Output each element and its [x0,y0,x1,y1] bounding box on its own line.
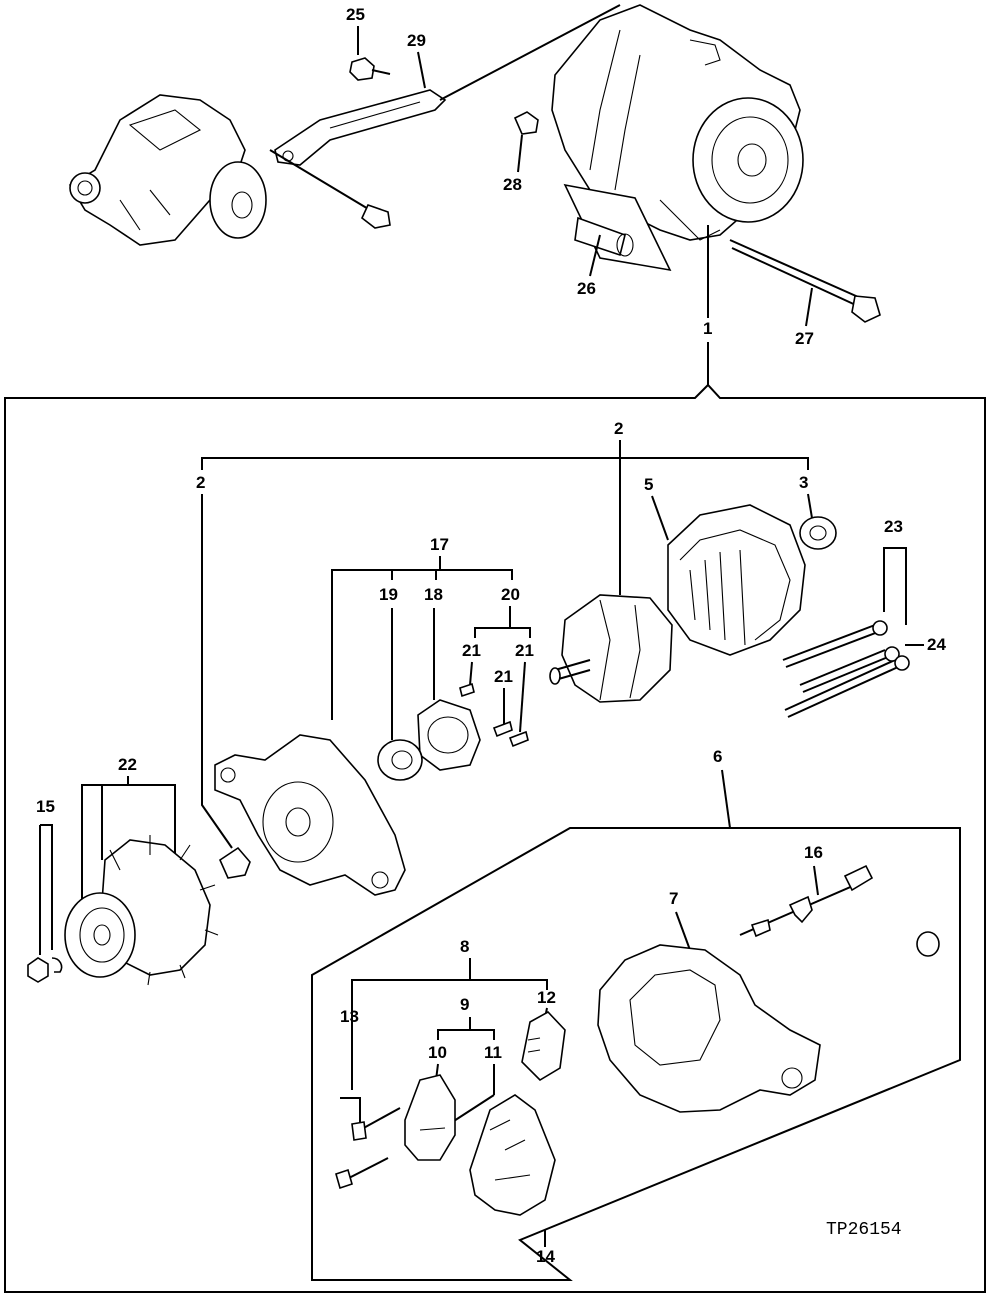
callout-10: 10 [428,1043,447,1062]
brace-nut-25 [349,57,391,81]
leader-16 [813,865,819,896]
callout-7: 7 [669,889,678,908]
callout-9: 9 [460,995,469,1014]
bracket-8 [351,979,548,1090]
washer-28 [513,111,539,135]
spacer-3 [218,846,251,879]
callout-15: 15 [36,797,55,816]
bracket-3-4 [201,457,809,470]
callout-18: 18 [424,585,443,604]
mounting-bolt-27 [729,239,881,323]
bracket-20 [474,627,531,638]
callout-12: 12 [537,988,556,1007]
callout-11: 11 [484,1043,502,1062]
leader-26 [589,234,601,277]
alternator-assembly [551,4,804,241]
pulley [64,892,136,978]
rotor-2 [549,594,673,703]
callout-16: 16 [804,843,823,862]
screws-21 [459,682,529,748]
leader-28 [517,134,523,173]
bracket-17 [331,569,513,720]
callout-19: 19 [379,585,398,604]
regulator-10 [404,1074,456,1161]
exploded-view-frame [4,383,986,1293]
bracket-13 [340,1097,361,1130]
callout-6: 6 [713,747,722,766]
callout-22: 22 [118,755,137,774]
leader-21-c [519,661,526,733]
leader-21-a [469,661,473,686]
brace-bolt [269,149,391,229]
callout-8: 8 [460,937,469,956]
alternator-brace [274,89,447,166]
callout-1: 1 [703,319,712,338]
leader-5 [651,495,669,541]
bracket-9 [437,1029,495,1040]
pulley-nut-15 [27,957,63,983]
callout-27: 27 [795,329,814,348]
callout-21-b: 21 [494,667,513,686]
leader-29 [417,51,426,89]
callout-21-a: 21 [462,641,481,660]
stator-5 [667,504,806,656]
through-bolts-23 [782,620,910,718]
callout-2-text: 2 [614,419,623,438]
leader-29-alt [439,4,621,101]
callout-4: 3 [799,473,808,492]
leader-4 [807,493,813,519]
leader-7 [675,911,691,951]
cap-nut [916,931,940,957]
bearing-4 [799,516,837,550]
callout-23: 23 [884,517,903,536]
callout-21-c: 21 [515,641,534,660]
leader-3 [201,494,233,849]
callout-24: 24 [927,635,946,654]
callout-3: 2 [196,473,205,492]
rectifier-end-frame-box [311,827,961,1281]
brush-holder-12 [521,1010,566,1082]
callout-20: 20 [501,585,520,604]
terminal-bolt-16 [739,864,874,938]
callout-5: 5 [644,475,653,494]
callout-14: 14 [536,1247,555,1266]
drive-end-frame [214,734,406,896]
bracket-23 [883,547,907,625]
callout-13: 13 [340,1007,359,1026]
bearing-19 [377,739,423,781]
retainer-plate-18 [417,699,481,771]
screws-13 [335,1107,401,1190]
rectifier-end-frame-7 [597,944,821,1113]
callout-17: 17 [430,535,449,554]
figure-id: TP26154 [826,1220,902,1240]
callout-26: 26 [577,279,596,298]
callout-29: 29 [407,31,426,50]
leader-6 [721,769,731,829]
leader-27 [805,287,813,327]
callout-28: 28 [503,175,522,194]
rectifier-14 [469,1094,556,1216]
callout-25: 25 [346,5,365,24]
water-pump [68,94,267,246]
bracket-15 [40,824,53,950]
